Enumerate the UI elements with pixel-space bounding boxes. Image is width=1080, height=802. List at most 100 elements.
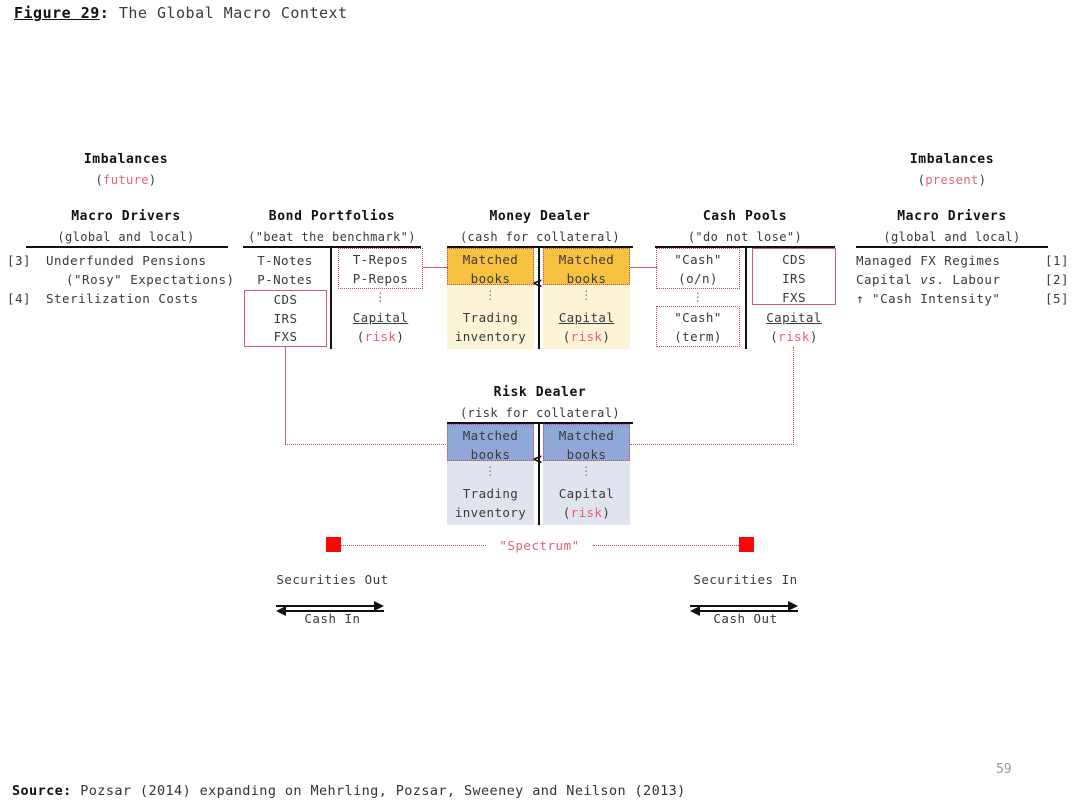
spectrum-right-marker xyxy=(739,537,754,552)
paren-open: ( xyxy=(95,173,104,187)
source-label: Source xyxy=(12,783,64,799)
bond-derivative-0: CDS xyxy=(273,292,298,307)
money-dealer-right-dots: ⋮ xyxy=(580,288,593,302)
imbalances-right-qualifier-word: present xyxy=(925,173,979,187)
bond-repo-1: P-Repos xyxy=(352,271,409,286)
money-dealer-left-matched-line2: books xyxy=(470,271,511,286)
macro-right-row-1-text: Capital vs. Labour xyxy=(856,272,1001,287)
macro-left-row-1-text: ("Rosy" Expectations) xyxy=(66,272,235,287)
cash-pools-cash-term-box xyxy=(656,306,740,347)
cash-pools-derivative-2: FXS xyxy=(782,290,806,305)
macro-right-row-1-post: . Labour xyxy=(936,272,1001,287)
flow-left-cash-in-line xyxy=(286,610,384,612)
bond-portfolios-title: Bond Portfolios xyxy=(268,209,396,224)
money-dealer-left-matched-books-box xyxy=(447,248,534,285)
paren-close: ) xyxy=(148,173,157,187)
money-dealer-left-lower-panel xyxy=(447,285,534,349)
spectrum-left-marker xyxy=(326,537,341,552)
cash-pools-cash-on-box xyxy=(656,248,740,289)
cash-pools-divider xyxy=(745,246,747,349)
risk-dealer-rule xyxy=(447,422,633,424)
risk-dealer-trading-line2: inventory xyxy=(454,505,527,520)
paren-open: ( xyxy=(562,329,571,344)
paren-close: ) xyxy=(809,329,818,344)
paren-open: ( xyxy=(917,173,926,187)
macro-drivers-right-rule xyxy=(856,246,1048,248)
imbalances-left-qualifier: (future) xyxy=(56,173,196,187)
bond-repos-box xyxy=(338,248,423,289)
macro-right-row-1-tag: [2] xyxy=(1045,272,1070,287)
risk-dealer-left-matched-line1: Matched xyxy=(462,428,519,443)
risk-dealer-divider xyxy=(538,422,540,525)
connector-bondderivs-to-riskdealer xyxy=(285,444,448,445)
imbalances-right-qualifier: (present) xyxy=(882,173,1022,187)
spectrum-label: "Spectrum" xyxy=(499,538,580,553)
flow-right-securities-in-arrowhead xyxy=(788,601,798,611)
spectrum-line-left xyxy=(341,545,486,546)
risk-dealer-right-dots: ⋮ xyxy=(580,464,593,478)
bond-capital-risk-word: risk xyxy=(364,329,397,344)
risk-dealer-trading-line1: Trading xyxy=(462,486,519,501)
bond-capital-qualifier: (risk) xyxy=(338,329,423,344)
figure-title-colon: : xyxy=(99,4,110,22)
connector-cashpools-vertical xyxy=(793,347,794,445)
page-number: 59 xyxy=(996,762,1012,777)
bond-asset-0: T-Notes xyxy=(257,253,313,268)
money-dealer-trading-line2: inventory xyxy=(454,329,527,344)
money-dealer-comparator: < xyxy=(533,274,543,292)
source-colon: : xyxy=(63,783,72,799)
flow-left-bottom-label: Cash In xyxy=(304,611,361,626)
figure-title: Figure 29: The Global Macro Context xyxy=(14,4,348,22)
money-dealer-risk-word: risk xyxy=(570,329,603,344)
bond-portfolios-rule xyxy=(243,246,421,248)
risk-dealer-right-matched-line2: books xyxy=(566,447,607,462)
cash-pools-dots: ⋮ xyxy=(691,290,705,304)
money-dealer-right-lower-panel xyxy=(543,285,630,349)
money-dealer-title: Money Dealer xyxy=(489,209,591,224)
imbalances-left-qualifier-word: future xyxy=(103,173,149,187)
risk-dealer-comparator: < xyxy=(533,450,543,468)
macro-right-row-2-text: ↑ "Cash Intensity" xyxy=(856,291,1001,306)
risk-dealer-capital-qualifier: (risk) xyxy=(543,505,630,520)
bond-derivatives-box xyxy=(244,290,327,347)
spectrum-line-right xyxy=(593,545,739,546)
cash-pools-capital-label: Capital xyxy=(766,310,822,325)
flow-left-securities-out-line xyxy=(276,605,374,607)
source-note: Source: Pozsar (2014) expanding on Mehrl… xyxy=(12,783,686,799)
risk-dealer-right-matched-books-box xyxy=(543,424,630,461)
money-dealer-trading-line1: Trading xyxy=(462,310,519,325)
paren-close: ) xyxy=(978,173,987,187)
macro-right-row-1-pre: Capital xyxy=(856,272,921,287)
money-dealer-left-matched-line1: Matched xyxy=(462,252,519,267)
bond-capital-label: Capital xyxy=(352,310,409,325)
risk-dealer-left-dots: ⋮ xyxy=(484,464,497,478)
money-dealer-capital-qualifier: (risk) xyxy=(543,329,630,344)
flow-left-top-label: Securities Out xyxy=(276,572,389,587)
cash-pools-capital-qualifier: (risk) xyxy=(752,329,836,344)
macro-left-row-0-text: Underfunded Pensions xyxy=(46,253,207,268)
macro-left-row-2-tag: [4] xyxy=(7,291,32,306)
macro-drivers-right-title: Macro Drivers xyxy=(897,209,1007,224)
bond-asset-1: P-Notes xyxy=(257,272,313,287)
bond-derivative-2: FXS xyxy=(273,329,298,344)
connector-bondderivs-vertical xyxy=(285,347,286,444)
flow-right-bottom-label: Cash Out xyxy=(713,611,778,626)
cash-pools-cash-on-line2: (o/n) xyxy=(678,271,718,286)
macro-right-row-1-emph: vs xyxy=(920,272,937,287)
flow-right-cash-out-arrowhead xyxy=(690,606,700,616)
flow-left-cash-in-arrowhead xyxy=(276,606,286,616)
flow-right-securities-in-line xyxy=(690,605,788,607)
macro-drivers-left-rule xyxy=(26,246,228,248)
macro-drivers-right-subtitle: (global and local) xyxy=(883,230,1021,244)
cash-pools-derivatives-box xyxy=(752,248,836,305)
money-dealer-right-matched-books-box xyxy=(543,248,630,285)
money-dealer-rule xyxy=(447,246,633,248)
money-dealer-left-dots: ⋮ xyxy=(484,288,497,302)
paren-open: ( xyxy=(356,329,365,344)
paren-close: ) xyxy=(602,329,611,344)
bond-repo-0: T-Repos xyxy=(352,252,409,267)
macro-drivers-left-title: Macro Drivers xyxy=(71,209,181,224)
money-dealer-divider xyxy=(538,246,540,349)
cash-pools-title: Cash Pools xyxy=(702,209,788,224)
